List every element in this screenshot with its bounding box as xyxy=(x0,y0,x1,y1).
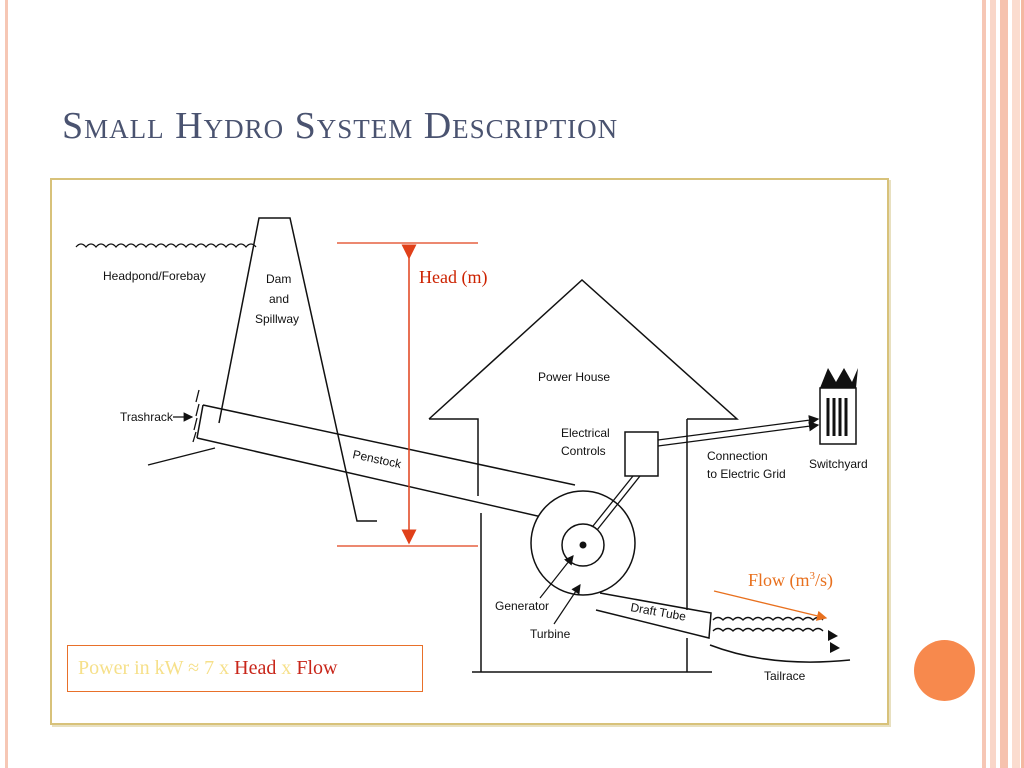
grid-connection-line-top xyxy=(657,415,820,441)
switchyard-bars xyxy=(826,398,848,436)
page-title: Small Hydro System Description xyxy=(62,105,619,147)
dam-label-line3: Spillway xyxy=(255,312,299,326)
dam-label-line1: Dam xyxy=(266,272,291,286)
tailrace-bed xyxy=(709,644,851,663)
flow-annotation-suffix: /s) xyxy=(815,570,834,590)
control-link-1 xyxy=(592,475,634,527)
formula-part2: x xyxy=(276,657,297,679)
tailrace-waves xyxy=(712,616,824,621)
power-house-roof xyxy=(428,278,739,420)
penstock-pipe xyxy=(196,404,576,521)
formula-part1: Power in kW ≈ 7 x xyxy=(78,657,235,679)
generator-shaft xyxy=(579,541,587,549)
switchyard-box xyxy=(819,387,857,445)
electrical-controls-label-line2: Controls xyxy=(561,444,606,458)
trashrack-label: Trashrack xyxy=(120,410,174,424)
ground-line xyxy=(147,447,216,466)
flow-annotation-prefix: Flow (m xyxy=(748,570,810,590)
generator-label: Generator xyxy=(495,599,549,613)
turbine-label: Turbine xyxy=(530,627,571,641)
power-formula-box: Power in kW ≈ 7 x Head x Flow xyxy=(67,645,423,692)
turbine-arrow xyxy=(553,584,581,625)
accent-circle xyxy=(914,640,975,701)
connection-label-line1: Connection xyxy=(707,449,768,463)
connection-label-line2: to Electric Grid xyxy=(707,467,786,481)
head-annotation: Head (m) xyxy=(419,267,488,287)
grid-connection-line-bottom xyxy=(657,421,820,447)
headpond-label: Headpond/Forebay xyxy=(103,269,206,283)
penstock-label: Penstock xyxy=(351,447,403,471)
diagram-frame xyxy=(50,178,889,725)
control-link-2 xyxy=(596,475,641,531)
electrical-controls-label-line1: Electrical xyxy=(561,426,610,440)
electrical-controls-box xyxy=(624,431,659,477)
power-house-label: Power House xyxy=(538,370,610,384)
flow-arrow xyxy=(713,590,828,621)
tailrace-label: Tailrace xyxy=(764,669,806,683)
formula-head: Head xyxy=(234,657,277,679)
dam-shape xyxy=(218,217,377,522)
flow-annotation: Flow (m3/s) xyxy=(748,570,833,591)
dam-label-line2: and xyxy=(269,292,289,306)
switchyard-label: Switchyard xyxy=(809,457,868,471)
power-house-walls xyxy=(429,418,688,672)
right-frame-stripes xyxy=(978,0,1024,768)
left-frame-stripe xyxy=(0,0,8,768)
generator-arrow xyxy=(539,555,574,599)
headpond-water-waves xyxy=(75,243,257,249)
switchyard-tower xyxy=(820,368,858,388)
trashrack-bars xyxy=(192,389,200,443)
tailrace-waves-2 xyxy=(712,627,824,632)
flow-annotation-superscript: 3 xyxy=(809,570,816,582)
tailrace-arrowheads xyxy=(828,630,840,653)
formula-flow: Flow xyxy=(296,657,338,679)
draft-tube-outline xyxy=(595,592,712,639)
